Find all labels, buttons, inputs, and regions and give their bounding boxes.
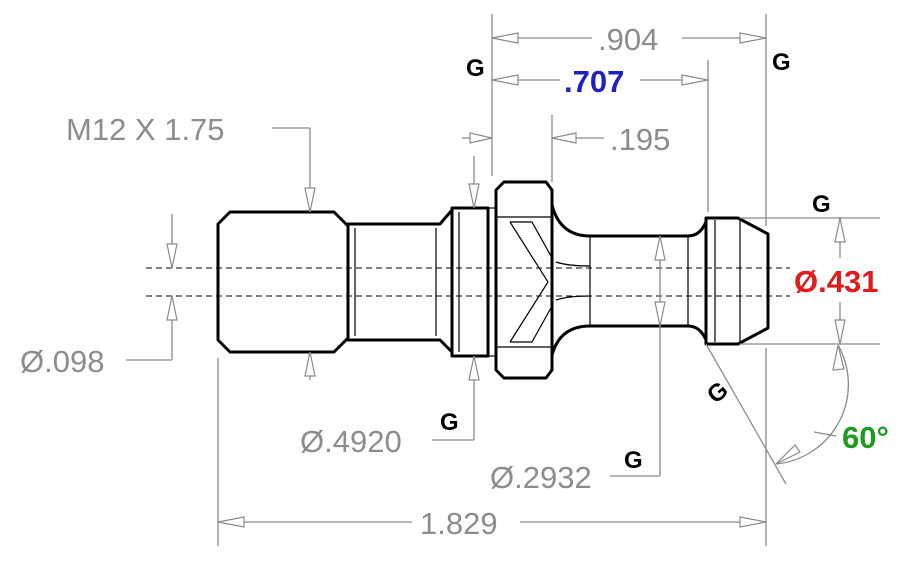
dim-707-label: .707: [564, 64, 624, 99]
g-marker: G: [466, 55, 485, 82]
dim-098-label: Ø.098: [20, 344, 104, 379]
hex-face: [510, 221, 553, 343]
thread-section: [216, 210, 350, 354]
dim-2932-label: Ø.2932: [490, 460, 592, 495]
dim-1829-label: 1.829: [420, 506, 498, 541]
flange: [494, 180, 554, 380]
dim-431-label: Ø.431: [794, 264, 878, 299]
g-marker: G: [624, 447, 643, 474]
dim-4920-label: Ø.4920: [300, 424, 402, 459]
g-marker: G: [772, 49, 791, 76]
shoulder-section: [450, 206, 490, 358]
dim-195-label: .195: [610, 122, 670, 157]
part-outline: [216, 180, 770, 380]
stem-top: [550, 203, 708, 238]
g-marker: G: [812, 191, 831, 218]
dim-904-label: .904: [598, 22, 658, 57]
stem-bottom: [550, 324, 708, 357]
thread-callout-label: M12 X 1.75: [66, 112, 225, 147]
first-neck: [346, 208, 454, 354]
angle-60-label: 60°: [842, 420, 889, 455]
dimension-lines: [126, 14, 880, 546]
g-marker: G: [702, 376, 734, 409]
g-marker: G: [440, 409, 459, 436]
